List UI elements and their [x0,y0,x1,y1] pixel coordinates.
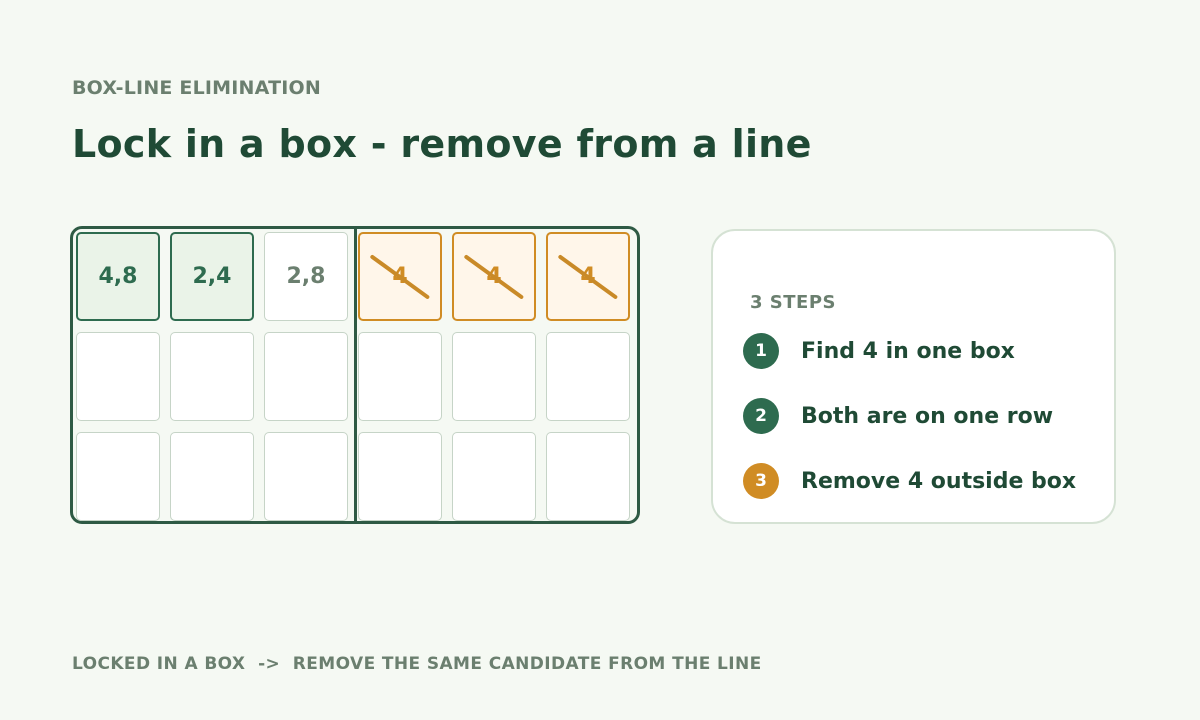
grid-cell-r1-c6: 4 [546,232,630,321]
grid-cell-r1-c2: 2,4 [170,232,254,321]
step-text-3: Remove 4 outside box [801,468,1077,494]
eyebrow-label: BOX-LINE ELIMINATION [72,77,321,99]
grid-cell-r3-c6 [546,432,630,521]
cell-candidates: 4,8 [98,264,138,289]
strike-through-mark [557,253,619,299]
grid-cell-r1-c5: 4 [452,232,536,321]
step-3: 3 Remove 4 outside box [743,463,1076,499]
cell-candidates: 2,4 [192,264,232,289]
grid-cell-r2-c3 [264,332,348,421]
grid-cell-r1-c1: 4,8 [76,232,160,321]
grid-cell-r3-c3 [264,432,348,521]
strike-through-mark [369,253,431,299]
grid-cell-r3-c5 [452,432,536,521]
step-number-2: 2 [743,398,779,434]
step-number-3: 3 [743,463,779,499]
step-number-1: 1 [743,333,779,369]
steps-heading: 3 STEPS [750,292,836,313]
grid-cell-r2-c1 [76,332,160,421]
grid-cell-r3-c2 [170,432,254,521]
grid-cell-r2-c5 [452,332,536,421]
grid-cell-r1-c4: 4 [358,232,442,321]
candidate-grid: 4,82,42,8444 [70,226,640,524]
page-title: Lock in a box - remove from a line [72,122,812,166]
grid-cell-r3-c1 [76,432,160,521]
footer-caption: LOCKED IN A BOX -> REMOVE THE SAME CANDI… [72,654,762,674]
cell-candidates: 2,8 [286,264,326,289]
step-text-1: Find 4 in one box [801,338,1015,364]
step-text-2: Both are on one row [801,403,1054,429]
grid-cell-r3-c4 [358,432,442,521]
box-divider [354,229,357,521]
steps-card: 3 STEPS 1 Find 4 in one box 2 Both are o… [711,229,1116,524]
grid-cell-r2-c2 [170,332,254,421]
strike-through-mark [463,253,525,299]
grid-cell-r2-c6 [546,332,630,421]
grid-cell-r1-c3: 2,8 [264,232,348,321]
step-1: 1 Find 4 in one box [743,333,1015,369]
step-2: 2 Both are on one row [743,398,1053,434]
grid-cell-r2-c4 [358,332,442,421]
